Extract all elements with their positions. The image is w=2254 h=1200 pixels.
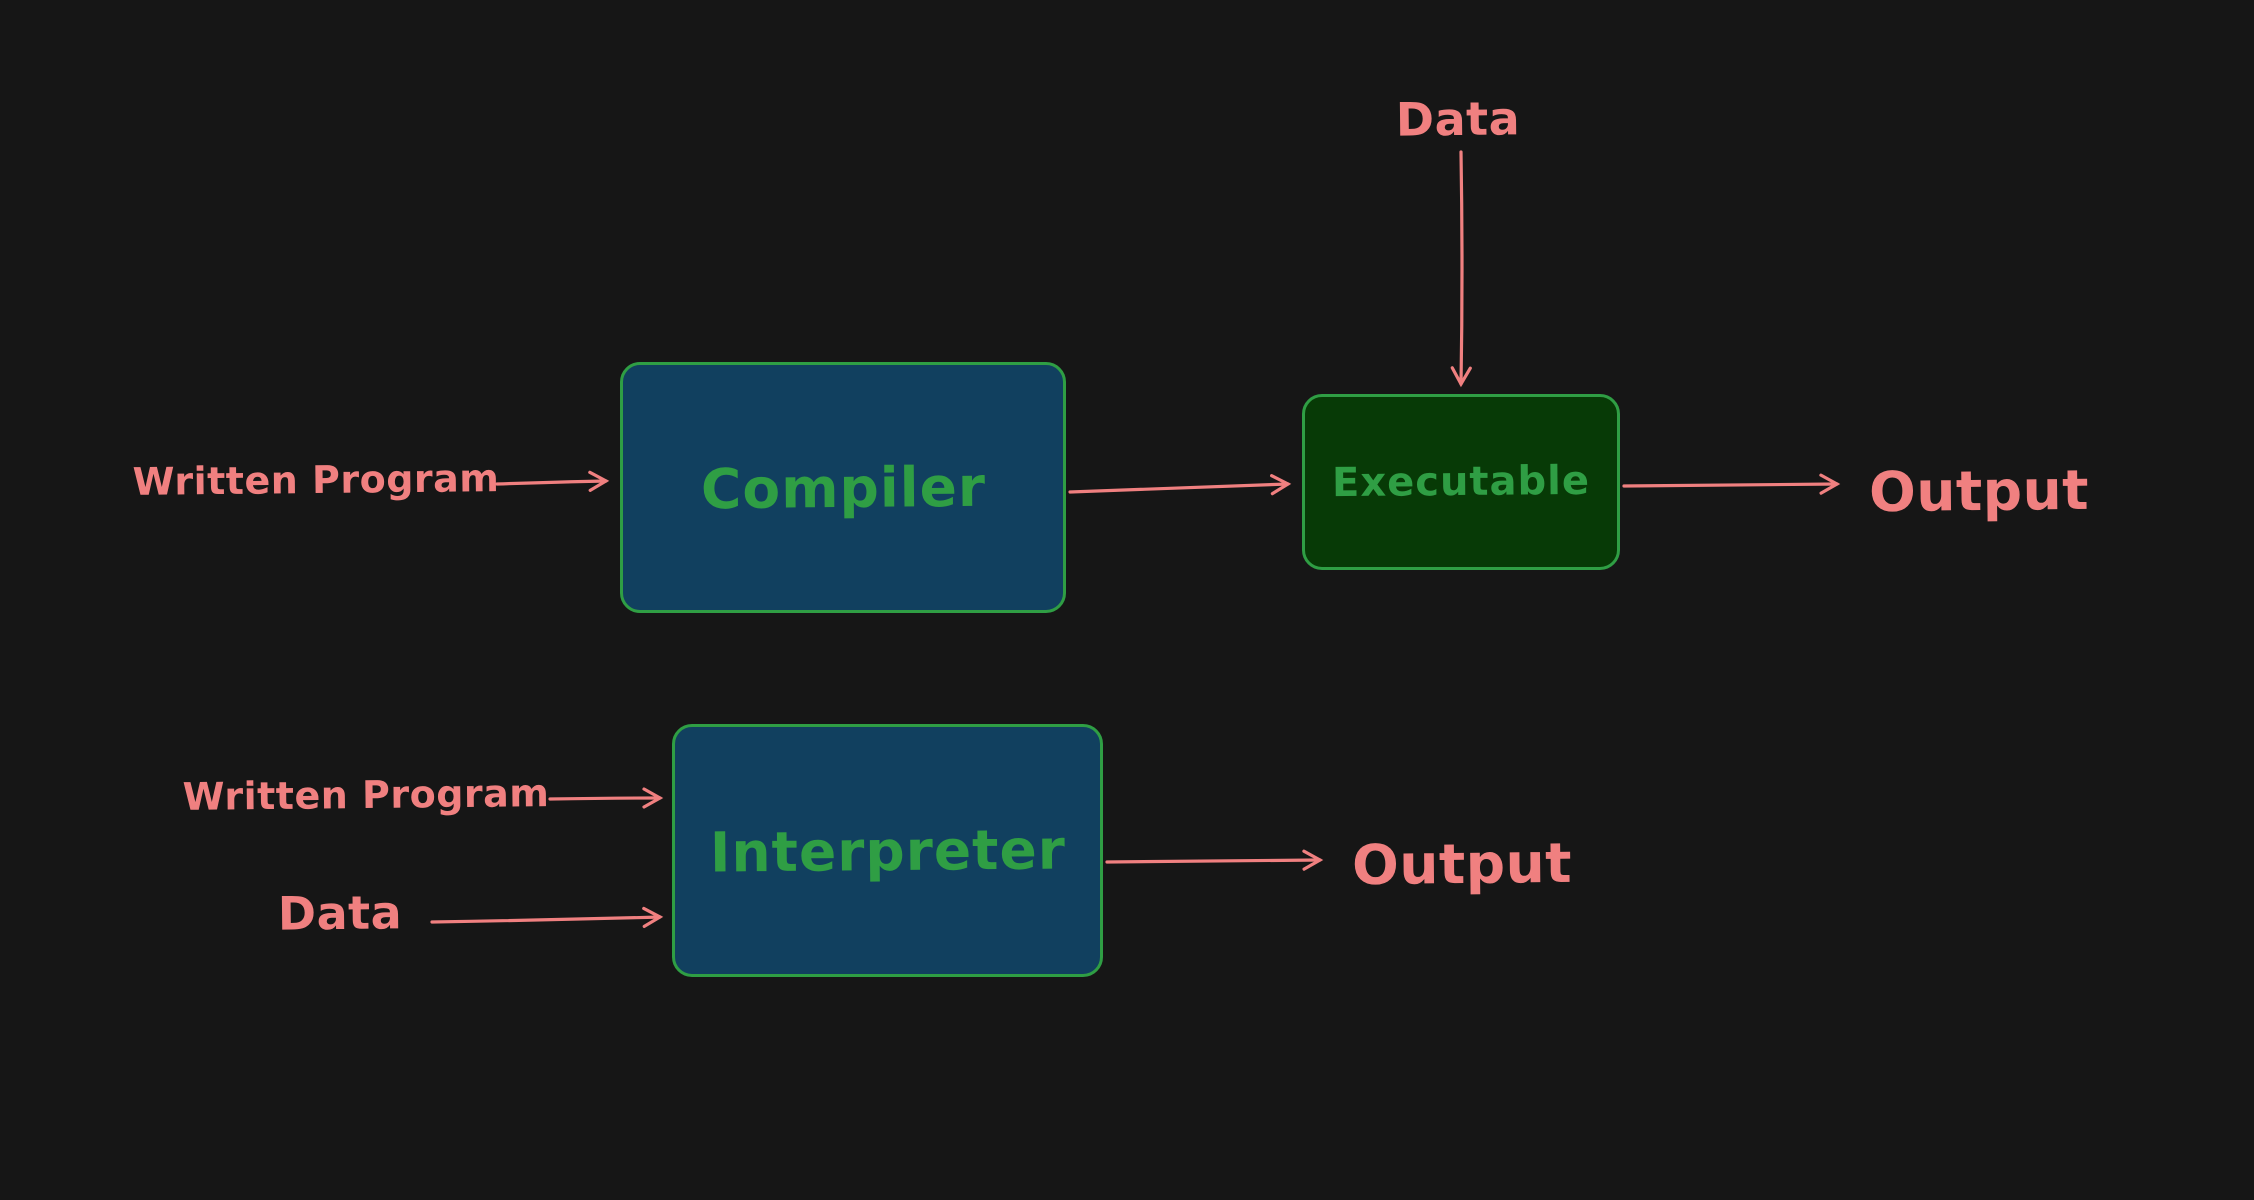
data-label-bottom: Data — [277, 885, 403, 941]
arrow-compiler-to-executable — [1068, 474, 1292, 496]
output-label-top: Output — [1868, 457, 2090, 525]
executable-node: Executable — [1302, 394, 1620, 570]
arrow-executable-to-output — [1622, 473, 1841, 495]
data-label-top: Data — [1395, 91, 1521, 147]
arrow-data-to-interpreter — [430, 906, 664, 929]
arrow-written-program-to-compiler — [495, 470, 610, 492]
interpreter-label: Interpreter — [709, 816, 1066, 885]
compiler-node: Compiler — [620, 362, 1066, 613]
compiler-label: Compiler — [700, 454, 986, 521]
interpreter-node: Interpreter — [672, 724, 1103, 977]
written-program-label-top: Written Program — [132, 456, 500, 504]
executable-label: Executable — [1331, 457, 1591, 507]
written-program-label-bottom: Written Program — [182, 771, 550, 819]
arrow-data-to-executable — [1450, 150, 1472, 388]
output-label-bottom: Output — [1351, 830, 1573, 898]
arrow-interpreter-to-output — [1105, 849, 1324, 871]
arrow-written-program-to-interpreter — [548, 787, 664, 809]
